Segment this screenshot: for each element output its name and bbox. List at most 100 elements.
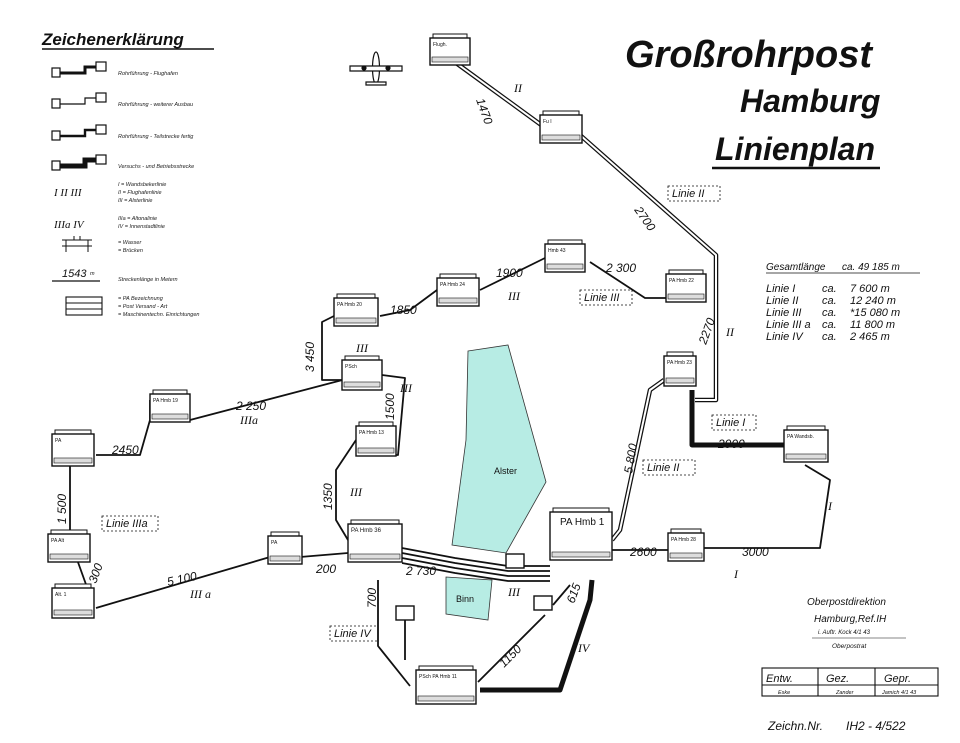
- stat-name: Linie IV: [766, 331, 804, 343]
- station-pa-small: PA: [267, 531, 303, 565]
- station-pa-hmb36: PA Hmb 36: [347, 519, 403, 563]
- tube-iv-main: [480, 579, 595, 693]
- distance-label: 5 100: [166, 569, 199, 589]
- distance-label: 300: [86, 561, 106, 585]
- stat-value: *15 080 m: [850, 307, 900, 319]
- legend-length-desc: Streckenlänge in Metern: [118, 277, 178, 283]
- stat-name: Linie II: [766, 295, 798, 307]
- station-label: Hmb 43: [548, 248, 566, 254]
- linie-tag-label: Linie IV: [334, 628, 372, 640]
- line-roman-label: II: [725, 325, 735, 339]
- tube-routes: [69, 58, 831, 693]
- station-label: PA Hmb 13: [359, 430, 384, 436]
- station-label: PA Wandsb.: [787, 434, 814, 440]
- linie-tag-linie-iiia: Linie IIIa: [101, 515, 159, 532]
- legend: Zeichenerklärung Rohrführung - Flughafen…: [41, 30, 214, 318]
- stat-name: Linie I: [766, 283, 795, 295]
- legend-heading: Zeichenerklärung: [41, 30, 184, 49]
- distance-label: 2 730: [405, 564, 436, 578]
- line-roman-label: II: [513, 81, 523, 95]
- distance-label: 3 450: [303, 342, 317, 372]
- tube-pa-hmb36: [299, 552, 349, 558]
- station-pa-hmb23: PA Hmb 23: [663, 351, 697, 387]
- distance-label: 615: [564, 581, 584, 605]
- station-pa-hmb28: PA Hmb 28: [667, 528, 705, 562]
- drawing-number: IH2 - 4/522: [846, 719, 906, 733]
- distance-label: 3000: [742, 545, 769, 559]
- titleblock-h3: Gepr.: [884, 673, 911, 685]
- stat-name: Linie III a: [766, 319, 811, 331]
- station-small-1: [395, 605, 415, 621]
- tube-hmb13-hmb36: [335, 439, 357, 541]
- tube-hmb20-psch: [321, 315, 342, 381]
- legend-length-symbol: 1543: [62, 268, 87, 280]
- linie-tag-linie-ii-top: Linie II: [667, 185, 721, 202]
- legend-length-unit: m: [90, 271, 95, 277]
- distance-label: 1470: [473, 96, 495, 126]
- tube-hmb23-wands: [689, 390, 785, 448]
- station-label: PSch: [345, 364, 357, 370]
- station-pa-alt: PA Alt: [47, 529, 91, 563]
- distance-label: 1900: [496, 266, 523, 280]
- stat-value: 12 240 m: [850, 295, 896, 307]
- distance-label: 200: [315, 562, 336, 576]
- office-line3: i. Auftr. Kock 4/1 43: [818, 630, 871, 636]
- line-roman-label: I: [827, 499, 833, 513]
- binn-label: Binn: [456, 594, 474, 604]
- station-label: PA: [55, 438, 62, 444]
- distance-label: 1150: [496, 642, 524, 670]
- office-line2: Hamburg,Ref.IH: [814, 614, 887, 625]
- alster-lake: [451, 344, 547, 554]
- station-pa-hmb19: PA Hmb 19: [149, 389, 191, 423]
- legend-water-desc-1: = Wasser: [118, 240, 142, 246]
- stat-ca: ca.: [822, 331, 837, 343]
- total-length-label: Gesamtlänge: [766, 262, 826, 273]
- line-roman-label: III: [399, 381, 413, 395]
- linie-tag-linie-ii-mid: Linie II: [642, 459, 696, 476]
- legend-item-4: Versuchs - und Betriebsstrecke: [118, 164, 194, 170]
- station-pa-hmb20: PA Hmb 20: [333, 293, 379, 327]
- tube-hmb24-hmb20: [379, 289, 438, 317]
- legend-item-2: Rohrführung - weiterer Ausbau: [118, 102, 193, 108]
- tube-hmb43-hmb24: [479, 257, 546, 291]
- tube-hmb22-hmb43: [589, 261, 666, 299]
- legend-box-desc-3: = Maschinentechn. Einrichtungen: [118, 312, 199, 318]
- titleblock-h1: Entw.: [766, 673, 793, 685]
- station-pa-wands: PA Wandsb.: [783, 425, 829, 463]
- linie-tag-label: Linie I: [716, 417, 745, 429]
- linie-tag-label: Linie II: [672, 188, 704, 200]
- station-label: PSch PA Hmb 11: [419, 674, 457, 680]
- linie-tag-linie-i: Linie I: [711, 414, 757, 431]
- linie-tag-label: Linie III: [584, 292, 619, 304]
- tube-alt-pa: [95, 556, 271, 609]
- station-label: PA: [271, 540, 278, 546]
- legend-roman-desc-1: I = Wandsbekerlinie: [118, 182, 166, 188]
- legend-roman2-desc-1: IIIa = Altonalinie: [118, 216, 157, 222]
- distance-label: 700: [365, 588, 379, 608]
- tube-wands-hmb28: [704, 464, 831, 549]
- title-line3: Linienplan: [715, 131, 875, 167]
- stat-ca: ca.: [822, 283, 837, 295]
- station-hmb43: Hmb 43: [544, 239, 586, 273]
- linie-tag-label: Linie IIIa: [106, 518, 148, 530]
- station-label: PA Hmb 24: [440, 282, 465, 288]
- legend-box-desc-2: = Post Versand - Art: [118, 304, 168, 310]
- station-label: Flugh.: [433, 42, 447, 48]
- binnen-alster: [445, 576, 493, 621]
- tube-hmb19-psch: [189, 377, 351, 421]
- station-label: PA Hmb 20: [337, 302, 362, 308]
- station-label: PA Hmb 1: [560, 517, 605, 528]
- distance-label: 2 300: [605, 261, 636, 275]
- distance-label: 2450: [111, 443, 139, 457]
- station-label: Fu I: [543, 119, 552, 125]
- station-flug: Flugh.: [429, 33, 471, 66]
- title-block: Entw. Gez. Gepr. Eske Zander Jamich 4/1 …: [761, 667, 939, 733]
- linie-tag-label: Linie II: [647, 462, 679, 474]
- station-label: Alt. 1: [55, 592, 67, 598]
- stat-ca: ca.: [822, 307, 837, 319]
- line-roman-label: I: [733, 567, 739, 581]
- line-roman-label: III: [349, 485, 363, 499]
- distance-label: 1850: [390, 303, 417, 317]
